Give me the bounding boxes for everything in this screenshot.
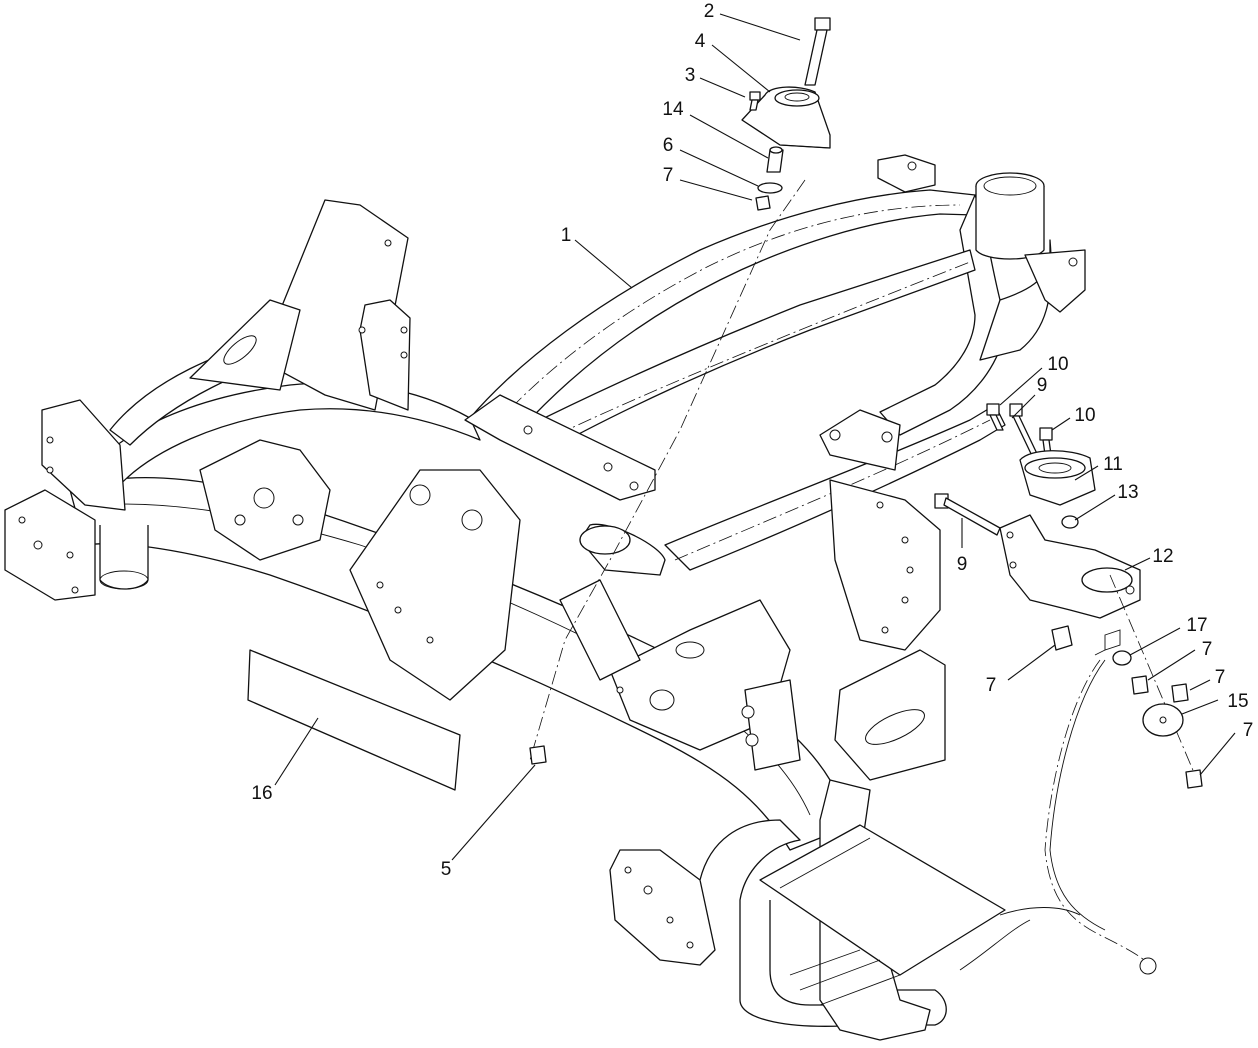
top-mount-assembly — [529, 17, 831, 761]
callout-4: 4 — [695, 31, 706, 52]
callout-14: 14 — [662, 99, 684, 120]
callout-6: 6 — [663, 135, 674, 156]
leader-lines — [274, 13, 1236, 861]
callout-15: 15 — [1227, 691, 1248, 712]
right-mount-assembly — [934, 403, 1203, 789]
callout-5: 5 — [441, 859, 452, 880]
main-frame — [4, 154, 1157, 1041]
callout-17: 17 — [1186, 615, 1207, 636]
callout-13: 13 — [1117, 482, 1138, 503]
callout-12: 12 — [1152, 546, 1173, 567]
callout-3: 3 — [685, 65, 696, 86]
callout-10-right: 10 — [1074, 405, 1095, 426]
callout-2: 2 — [704, 1, 715, 22]
callout-9-bottom: 9 — [957, 554, 968, 575]
callout-16: 16 — [251, 783, 272, 804]
callout-1: 1 — [561, 225, 572, 246]
callout-7-lower-left: 7 — [986, 675, 997, 696]
callout-labels: 2 4 3 14 6 7 1 10 9 10 11 13 9 12 17 7 7… — [251, 1, 1253, 880]
callout-7-bottom-right: 7 — [1243, 720, 1254, 741]
callout-11: 11 — [1103, 454, 1123, 475]
callout-10-left: 10 — [1047, 354, 1068, 375]
callout-9-top: 9 — [1037, 375, 1048, 396]
callout-7-mid: 7 — [1202, 639, 1213, 660]
callout-7-top: 7 — [663, 165, 674, 186]
callout-7-right: 7 — [1215, 667, 1226, 688]
decal-and-nut — [247, 649, 547, 791]
